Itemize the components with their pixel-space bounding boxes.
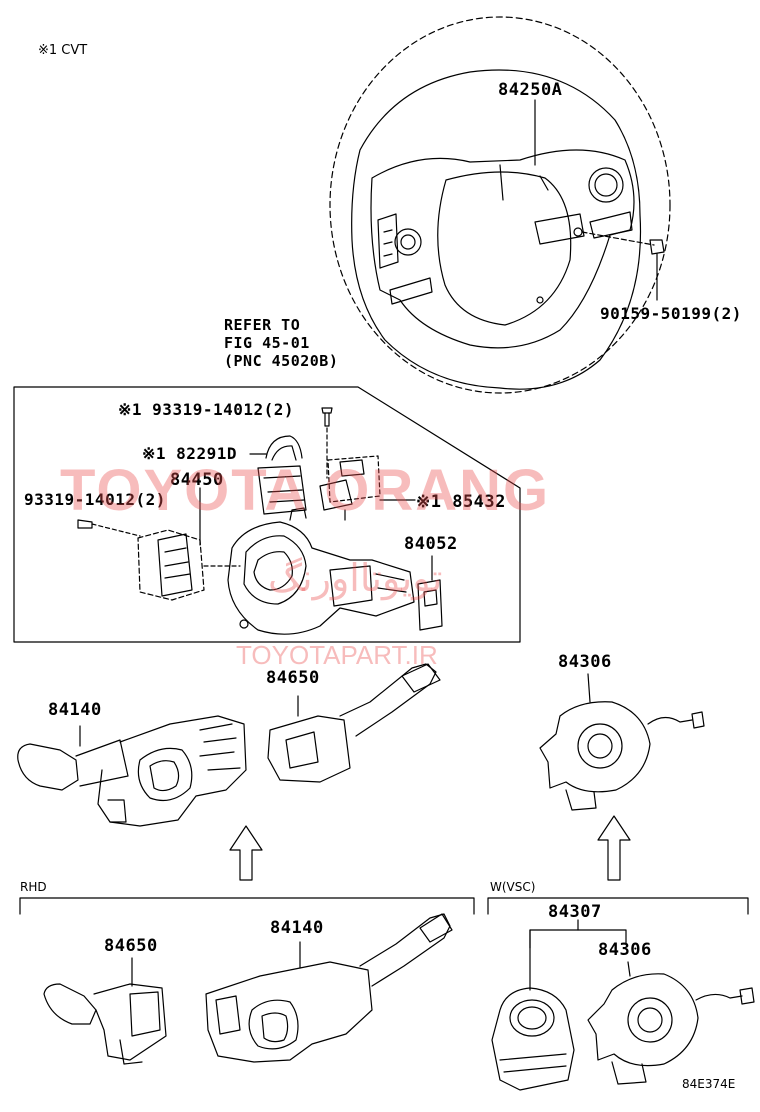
part-label-84140-bottom: 84140 [270,918,324,938]
sensor-84307 [491,929,575,1091]
part-label-84650-bottom: 84650 [104,936,158,956]
module-85432 [319,455,416,521]
screw-top [321,407,333,479]
part-label-84650-top: 84650 [266,668,320,688]
part-label-84307: 84307 [548,902,602,922]
switch-84052 [417,555,443,631]
switch-84140-top [17,715,247,827]
screw-left [77,519,141,537]
part-label-84306-bottom: 84306 [598,940,652,960]
part-label-93319-top: ※1 93319-14012(2) [118,400,295,419]
switch-84650-bottom [43,957,167,1065]
part-label-84140-top: 84140 [48,700,102,720]
part-label-93319-left: 93319-14012(2) [24,490,166,509]
connector-82291d [249,435,307,515]
spiral-cable-84306-bottom [587,961,755,1085]
part-label-84306-top: 84306 [558,652,612,672]
part-label-84052: 84052 [404,534,458,554]
steering-wheel [329,16,671,394]
spiral-cable-assembly [227,507,415,635]
arrow-up-left [229,825,263,881]
assembly-box [13,386,521,643]
switch-84450 [137,487,241,601]
refer-line-3: (PNC 45020B) [224,352,339,370]
vsc-label: W(VSC) [490,880,536,894]
switch-84140-bottom [205,913,453,1063]
part-label-84450: 84450 [170,470,224,490]
arrow-up-right [597,815,631,881]
part-label-84250a: 84250A [498,80,563,100]
spiral-cable-84306-top [539,673,705,811]
diagram-code: 84E374E [682,1077,736,1091]
refer-line-1: REFER TO [224,316,301,334]
cvt-note: ※1 CVT [38,43,88,58]
refer-line-2: FIG 45-01 [224,334,310,352]
rhd-bracket [19,897,475,915]
part-label-82291d: ※1 82291D [142,444,237,463]
rhd-label: RHD [20,880,47,894]
part-label-90159-50199: 90159-50199(2) [600,304,742,323]
switch-84650-top [267,663,441,783]
part-label-85432: ※1 85432 [416,492,506,512]
